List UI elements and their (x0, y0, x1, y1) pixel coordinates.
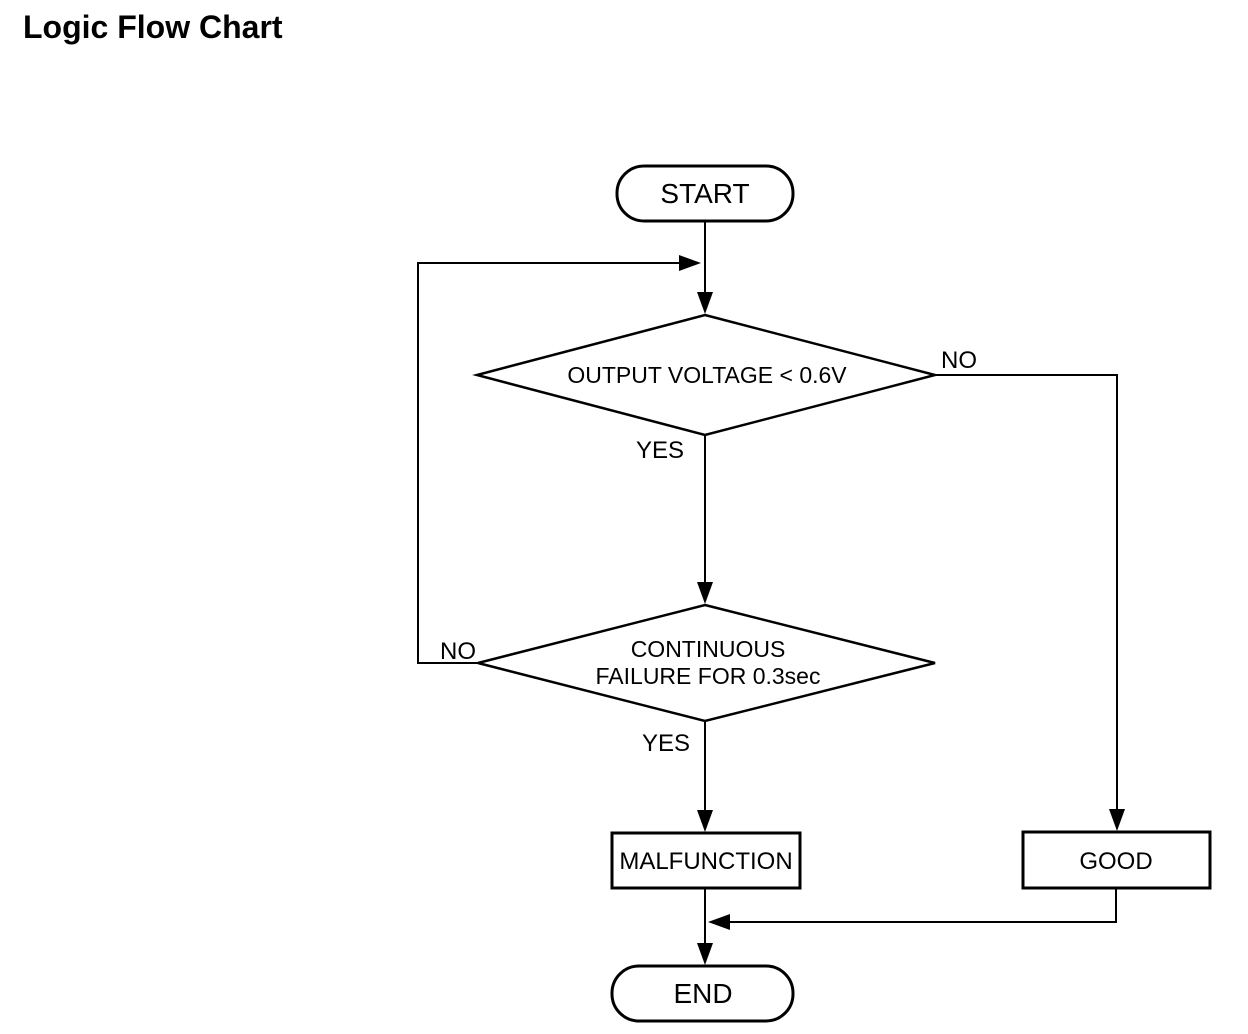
voltage-yes-label: YES (636, 437, 684, 464)
arrowhead-into-end (697, 943, 713, 965)
decision-continuous-failure-label-line1: CONTINUOUS (631, 636, 786, 662)
failure-no-label: NO (440, 638, 476, 665)
good-label: GOOD (1079, 848, 1152, 875)
decision-output-voltage (472, 313, 940, 437)
decision-continuous-failure-label-line2: FAILURE FOR 0.3sec (596, 663, 821, 689)
connector-good-to-junction (730, 888, 1117, 923)
end-label: END (673, 978, 732, 1009)
start-label: START (660, 178, 749, 209)
start-terminator (615, 164, 795, 223)
failure-yes-label: YES (642, 730, 690, 757)
good-box (1021, 830, 1212, 890)
arrowhead-loop-junction-right (679, 255, 701, 271)
voltage-no-label: NO (941, 347, 977, 374)
arrowhead-into-good (1109, 809, 1125, 831)
page-title: Logic Flow Chart (23, 9, 283, 45)
malfunction-box (610, 831, 802, 890)
connector-failure-no-loop (417, 262, 679, 664)
arrowhead-into-failure-decision (697, 582, 713, 604)
decision-output-voltage-label: OUTPUT VOLTAGE < 0.6V (567, 362, 847, 388)
connector-voltage-no-to-good (935, 374, 1118, 810)
end-terminator (610, 964, 795, 1023)
decision-continuous-failure (477, 603, 936, 723)
arrowhead-into-voltage-decision (697, 292, 713, 314)
arrowhead-junction-left (708, 914, 730, 930)
arrowhead-into-malfunction (697, 810, 713, 832)
malfunction-label: MALFUNCTION (619, 848, 792, 875)
